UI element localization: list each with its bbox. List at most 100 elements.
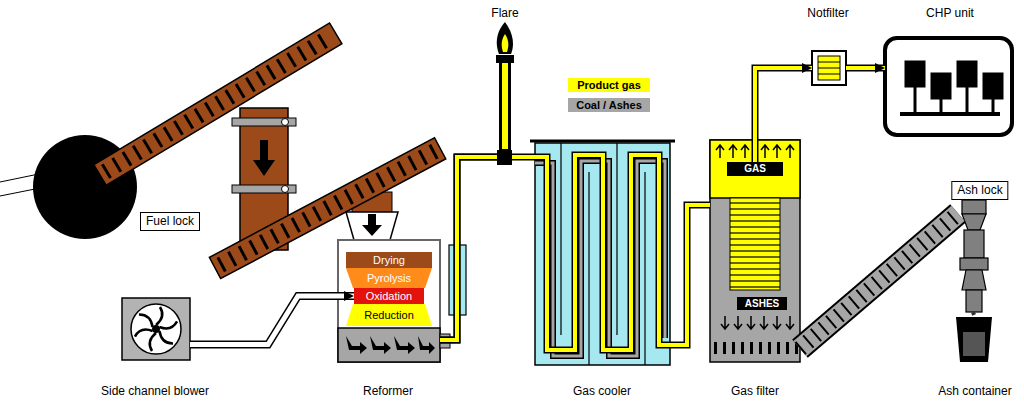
- component-label: Reformer: [358, 383, 418, 400]
- feed-hopper: [362, 214, 382, 236]
- component-label: Flare: [486, 5, 523, 22]
- connector-stroke: [846, 66, 885, 70]
- gas-cooler-art: [530, 140, 675, 143]
- connector-stroke: [190, 296, 354, 345]
- component-label: Ash lock: [951, 181, 1008, 200]
- upper-screw: [94, 23, 342, 185]
- reformer-housing: [338, 240, 440, 362]
- gas-cooler-art: [535, 143, 670, 365]
- gas-filter-art: [716, 145, 794, 329]
- gas-filter-art: [710, 140, 800, 362]
- pipe-connector: [190, 296, 354, 345]
- chp-art: [885, 38, 1012, 135]
- component-label: Side channel blower: [96, 383, 214, 400]
- blower-fan: [137, 313, 156, 327]
- notfilter-art: [818, 68, 840, 69]
- section-tag: GAS: [727, 162, 783, 176]
- gas-filter-art: [734, 316, 742, 329]
- caption-holder: Gas cooler: [568, 381, 636, 400]
- gas-filter-art: [773, 145, 781, 158]
- reformer-unit: ReformerDryingPyrolysisOxidationReductio…: [338, 240, 440, 362]
- pipe-connector: [440, 150, 505, 340]
- reformer-housing: [394, 336, 415, 354]
- pipe-connector: [670, 205, 710, 345]
- gas-cooler-art: [535, 155, 670, 350]
- flare-stack-art: [496, 22, 514, 152]
- ash-lock-art: [964, 230, 984, 258]
- zone-label: Drying: [373, 254, 405, 267]
- flare-stack-art: [502, 63, 508, 149]
- chp-art: [906, 62, 1002, 114]
- reformer-housing: [370, 336, 391, 354]
- flare-stack-art: [499, 60, 511, 152]
- ash-lock-art: [960, 258, 988, 270]
- gas-cooler-art: [644, 172, 645, 365]
- connector-stroke: [440, 150, 505, 340]
- gas-filter-art: [710, 140, 800, 362]
- zone-label: ASHES: [745, 298, 779, 310]
- feed-hopper: [346, 212, 398, 240]
- caption-holder: Ash container: [933, 381, 1016, 400]
- gas-filter-art: [729, 145, 737, 158]
- zone-label: Oxidation: [366, 290, 412, 303]
- ash-lock-art: [962, 200, 986, 214]
- caption-holder: Notfilter: [802, 3, 853, 22]
- chp-art: [914, 86, 917, 114]
- zone-band: Reduction: [346, 304, 432, 326]
- ash-lock-unit: Ash lock: [958, 200, 988, 312]
- caption-holder: Gas filter: [726, 381, 784, 400]
- caption-holder: Side channel blower: [96, 381, 214, 400]
- fuel-chute: [282, 186, 289, 193]
- component-label: Gas cooler: [568, 383, 636, 400]
- ash-container-art: [956, 317, 992, 362]
- gas-filter-art: [714, 342, 798, 354]
- blower-fan: [122, 298, 190, 360]
- component-label: Gas filter: [726, 383, 784, 400]
- connector-stroke: [440, 157, 535, 340]
- connector-stroke: [190, 296, 354, 345]
- pipe-connector: [973, 312, 974, 315]
- legend-swatch: Product gas: [568, 78, 650, 92]
- reformer-housing: [346, 336, 435, 354]
- ash-lock-art: [962, 214, 986, 230]
- legend-text: Product gas: [577, 79, 641, 91]
- ash-container-art: [956, 317, 992, 362]
- fuel-chute: [232, 118, 296, 126]
- junction-box: [497, 150, 512, 165]
- reformer-housing: [346, 336, 367, 354]
- blower-fan: [159, 318, 178, 332]
- caption-holder: Flare: [486, 3, 523, 22]
- component-label: Notfilter: [802, 5, 853, 22]
- connector-stroke: [800, 213, 958, 348]
- gas-filter-art: [721, 316, 729, 329]
- flare-stack-art: [497, 22, 513, 54]
- flare-stack: Flare: [494, 22, 516, 150]
- connector-stroke: [440, 157, 535, 340]
- blower-fan: [134, 307, 178, 351]
- gas-cooler-art: [535, 155, 670, 350]
- connector-stroke: [755, 68, 812, 162]
- gas-cooler-art: [530, 141, 675, 365]
- blower-fan: [156, 331, 175, 345]
- reformer-housing: [338, 240, 450, 362]
- band-fill: [346, 252, 432, 268]
- zone-label: GAS: [744, 163, 766, 175]
- reformer-housing: [338, 328, 440, 362]
- connector-stroke: [846, 64, 885, 71]
- pipe-connector: [440, 157, 535, 340]
- notfilter-art: [812, 51, 846, 85]
- caption-holder: Ash lock: [951, 180, 1008, 200]
- notfilter-art: [818, 56, 840, 80]
- blower-fan: [152, 325, 160, 333]
- chp-art: [984, 74, 1002, 98]
- gas-filter-art: [730, 198, 780, 290]
- lower-screw: [209, 138, 445, 279]
- chp-unit: CHP unit: [885, 38, 1012, 135]
- gas-filter-art: [761, 145, 769, 158]
- ash-lock-art: [962, 270, 986, 290]
- gas-cooler-art: [560, 143, 561, 335]
- connector-stroke: [973, 312, 974, 315]
